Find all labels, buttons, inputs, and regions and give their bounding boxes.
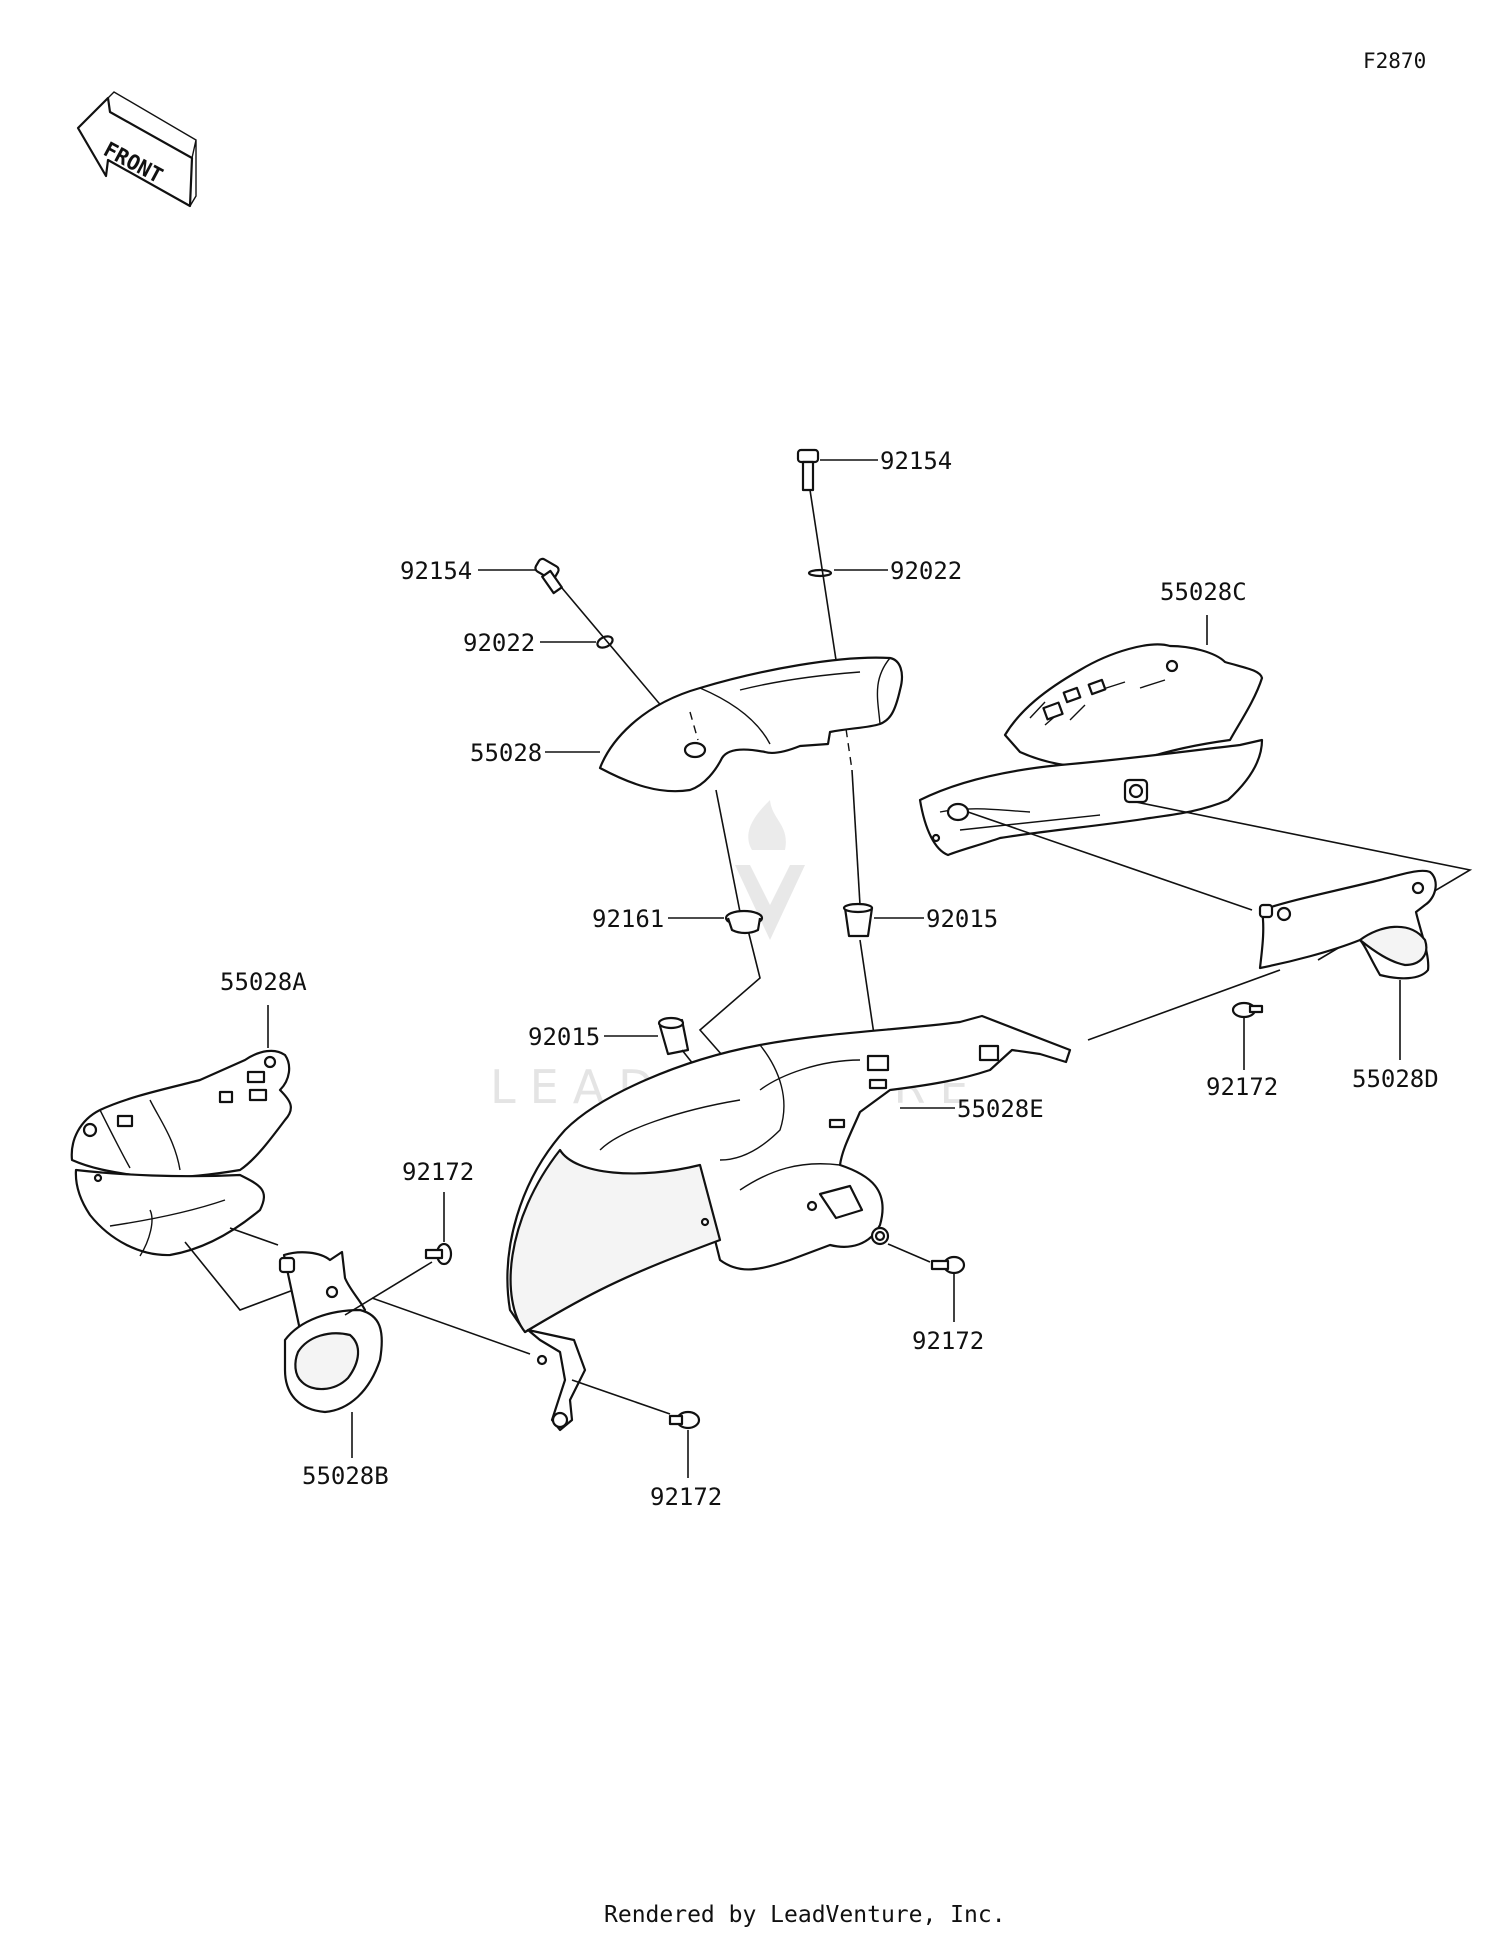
label-55028C: 55028C	[1160, 578, 1247, 606]
label-92154-top: 92154	[880, 447, 952, 475]
label-55028D: 55028D	[1352, 1065, 1439, 1093]
label-55028A: 55028A	[220, 968, 307, 996]
label-92161: 92161	[592, 905, 664, 933]
footer-credit: Rendered by LeadVenture, Inc.	[604, 1902, 1006, 1928]
label-92154-left: 92154	[400, 557, 472, 585]
washer-92022-top	[807, 568, 833, 578]
cover-55028E	[506, 1014, 1072, 1432]
cover-55028C	[918, 643, 1264, 857]
screw-92172-left	[424, 1242, 453, 1266]
nut-92015-upper	[842, 902, 874, 938]
cover-55028B	[278, 1250, 383, 1414]
label-92172-right: 92172	[1206, 1073, 1278, 1101]
cover-55028D	[1258, 869, 1437, 980]
label-92015-upper: 92015	[926, 905, 998, 933]
label-55028B: 55028B	[302, 1462, 389, 1490]
label-92015-lower: 92015	[528, 1023, 600, 1051]
grommet-92161	[724, 909, 764, 935]
cover-55028	[598, 656, 904, 793]
label-92022-left: 92022	[463, 629, 535, 657]
label-92172-bottom: 92172	[650, 1483, 722, 1511]
figure-code: F2870	[1363, 49, 1426, 73]
screw-92172-bottom	[668, 1410, 701, 1430]
label-92022-top: 92022	[890, 557, 962, 585]
front-arrow-icon: FRONT	[76, 91, 197, 208]
label-55028E: 55028E	[957, 1095, 1044, 1123]
bolt-92154-top	[796, 448, 820, 492]
screw-92172-center	[930, 1255, 966, 1275]
label-55028: 55028	[470, 739, 542, 767]
label-92172-left: 92172	[402, 1158, 474, 1186]
screw-92172-right	[1231, 1001, 1264, 1019]
nut-92015-lower	[657, 1016, 690, 1056]
bolt-92154-left	[534, 557, 563, 595]
label-92172-center: 92172	[912, 1327, 984, 1355]
cover-55028A	[70, 1049, 292, 1257]
